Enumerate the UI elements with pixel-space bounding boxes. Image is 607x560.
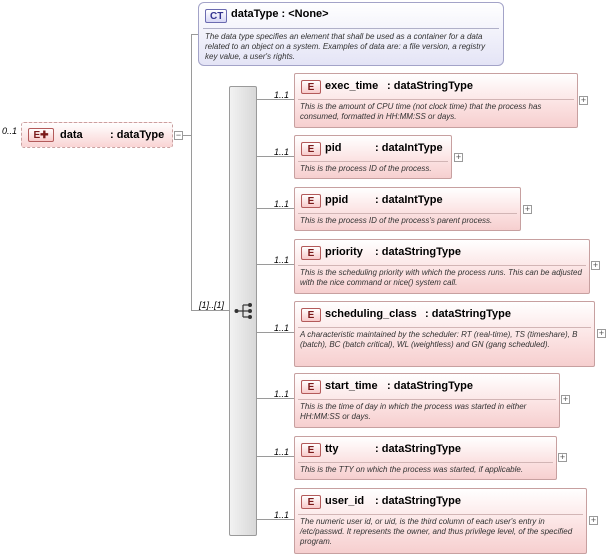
element-occurrence: 1..1 bbox=[274, 199, 290, 209]
complex-type-box: CT dataType : <None> The data type speci… bbox=[198, 2, 504, 66]
connector-line bbox=[191, 34, 192, 310]
element-occurrence: 1..1 bbox=[274, 255, 290, 265]
connector-line bbox=[191, 310, 229, 311]
element-type: : dataStringType bbox=[375, 246, 461, 258]
connector-line bbox=[257, 156, 294, 157]
element-type: : dataStringType bbox=[375, 495, 461, 507]
element-icon: E bbox=[301, 80, 321, 94]
element-doc: The numeric user id, or uid, is the thir… bbox=[300, 517, 573, 546]
element-type: : dataIntType bbox=[375, 194, 443, 206]
expand-icon[interactable]: + bbox=[558, 452, 567, 462]
element-doc: This is the TTY on which the process was… bbox=[300, 465, 524, 474]
element-priority[interactable]: E priority : dataStringType This is the … bbox=[294, 239, 590, 294]
element-occurrence: 1..1 bbox=[274, 90, 290, 100]
element-doc: This is the time of day in which the pro… bbox=[300, 402, 527, 421]
element-type: : dataIntType bbox=[375, 142, 443, 154]
element-user-id[interactable]: E user_id : dataStringType The numeric u… bbox=[294, 488, 587, 554]
element-occurrence: 1..1 bbox=[274, 389, 290, 399]
element-type: : dataStringType bbox=[387, 80, 473, 92]
element-tty[interactable]: E tty : dataStringType This is the TTY o… bbox=[294, 436, 557, 480]
element-occurrence: 1..1 bbox=[274, 323, 290, 333]
element-start-time[interactable]: E start_time : dataStringType This is th… bbox=[294, 373, 560, 428]
element-plus-icon: E✚ bbox=[28, 128, 54, 142]
element-name: pid bbox=[325, 142, 342, 154]
collapse-icon[interactable]: − bbox=[174, 130, 183, 140]
sequence-occurrence: [1]..[1] bbox=[199, 300, 225, 310]
element-ppid[interactable]: E ppid : dataIntType This is the process… bbox=[294, 187, 521, 231]
element-occurrence: 1..1 bbox=[274, 447, 290, 457]
expand-icon[interactable]: + bbox=[589, 515, 598, 525]
complex-type-title: dataType : <None> bbox=[231, 8, 329, 20]
element-doc: This is the process ID of the process. bbox=[300, 164, 432, 173]
element-doc: This is the process ID of the process's … bbox=[300, 216, 493, 225]
element-name: scheduling_class bbox=[325, 308, 417, 320]
connector-line bbox=[257, 519, 294, 520]
element-icon: E bbox=[301, 194, 321, 208]
connector-line bbox=[257, 99, 294, 100]
element-pid[interactable]: E pid : dataIntType This is the process … bbox=[294, 135, 452, 179]
element-name: user_id bbox=[325, 495, 365, 507]
element-doc: This is the amount of CPU time (not cloc… bbox=[300, 102, 542, 121]
element-type: : dataStringType bbox=[387, 380, 473, 392]
root-element-type: : dataType bbox=[110, 129, 165, 141]
element-icon: E bbox=[301, 443, 321, 457]
element-name: tty bbox=[325, 443, 339, 455]
element-icon: E bbox=[301, 246, 321, 260]
element-name: exec_time bbox=[325, 80, 379, 92]
connector-line bbox=[257, 456, 294, 457]
element-occurrence: 1..1 bbox=[274, 147, 290, 157]
element-icon: E bbox=[301, 380, 321, 394]
expand-icon[interactable]: + bbox=[454, 152, 463, 162]
element-doc: This is the scheduling priority with whi… bbox=[300, 268, 582, 287]
expand-icon[interactable]: + bbox=[561, 394, 570, 404]
expand-icon[interactable]: + bbox=[591, 260, 600, 270]
expand-icon[interactable]: + bbox=[523, 204, 532, 214]
connector-line bbox=[183, 135, 191, 136]
element-occurrence: 1..1 bbox=[274, 510, 290, 520]
connector-line bbox=[257, 332, 294, 333]
element-icon: E bbox=[301, 142, 321, 156]
connector-line bbox=[191, 34, 198, 35]
expand-icon[interactable]: + bbox=[579, 95, 588, 105]
connector-line bbox=[257, 264, 294, 265]
element-type: : dataStringType bbox=[425, 308, 511, 320]
sequence-icon bbox=[234, 303, 252, 319]
element-icon: E bbox=[301, 495, 321, 509]
root-element-data[interactable]: E✚ data : dataType bbox=[21, 122, 173, 148]
complex-type-doc: The data type specifies an element that … bbox=[205, 32, 486, 61]
root-occurrence: 0..1 bbox=[2, 126, 18, 136]
element-icon: E bbox=[301, 308, 321, 322]
element-scheduling-class[interactable]: E scheduling_class : dataStringType A ch… bbox=[294, 301, 595, 367]
element-exec-time[interactable]: E exec_time : dataStringType This is the… bbox=[294, 73, 578, 128]
connector-line bbox=[257, 208, 294, 209]
root-element-name: data bbox=[60, 129, 83, 141]
complex-type-icon: CT bbox=[205, 9, 227, 23]
element-doc: A characteristic maintained by the sched… bbox=[300, 330, 578, 349]
connector-line bbox=[257, 398, 294, 399]
element-name: priority bbox=[325, 246, 363, 258]
element-type: : dataStringType bbox=[375, 443, 461, 455]
expand-icon[interactable]: + bbox=[597, 328, 606, 338]
element-name: start_time bbox=[325, 380, 378, 392]
element-name: ppid bbox=[325, 194, 349, 206]
